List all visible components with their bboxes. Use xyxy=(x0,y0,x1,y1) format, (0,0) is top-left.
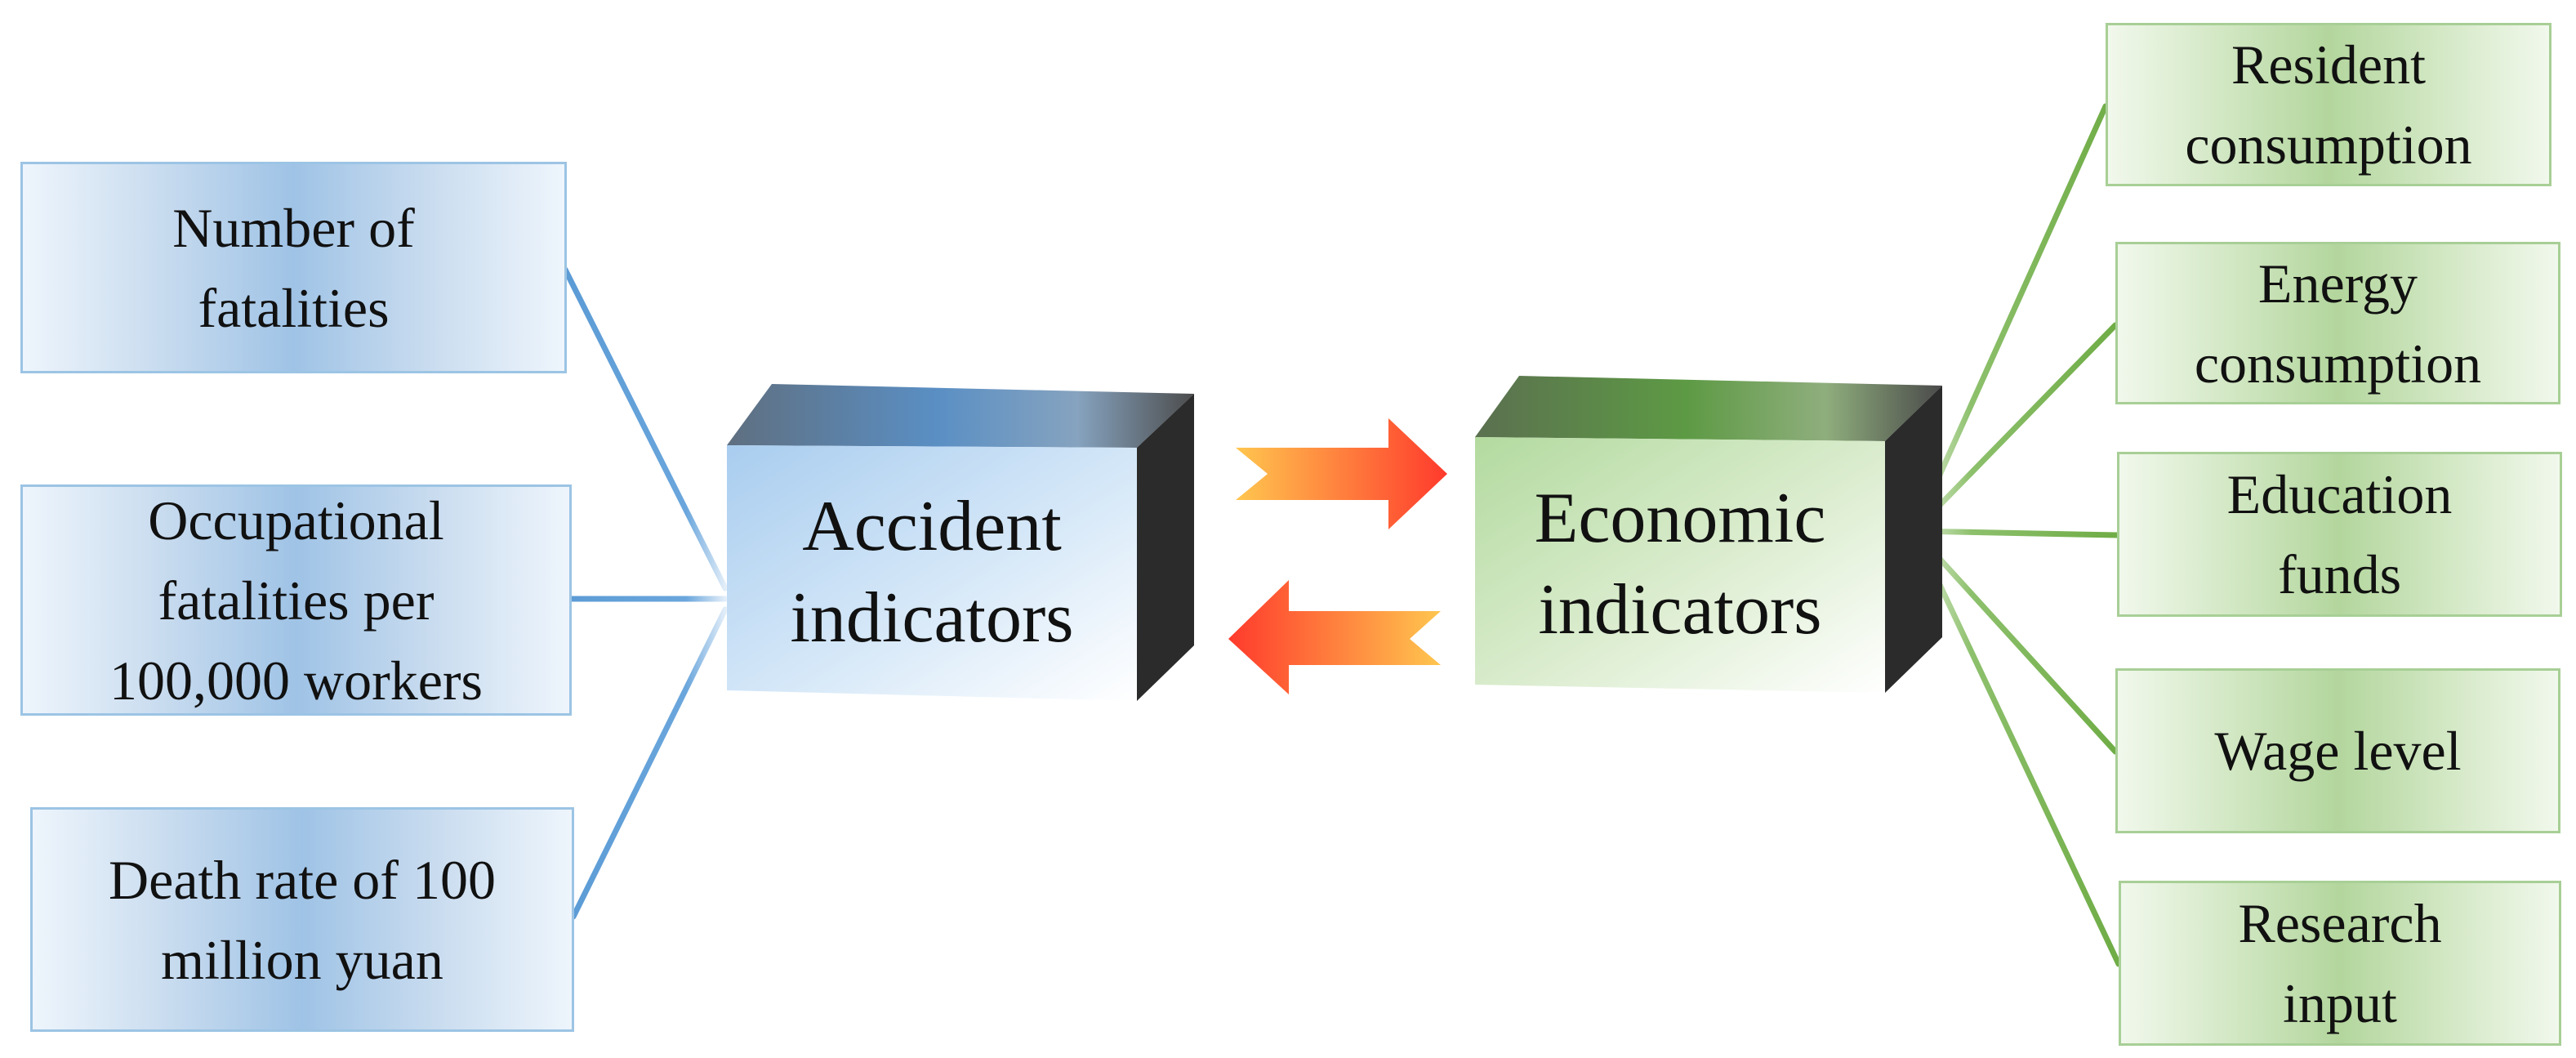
connector-wage xyxy=(1911,528,2119,755)
economic-cube-top xyxy=(1475,376,1942,441)
connector-death-rate xyxy=(570,606,729,920)
accident-cube-side xyxy=(1137,394,1194,701)
indicator-box-death-rate: Death rate of 100 million yuan xyxy=(30,807,574,1032)
cube-label-line: Accident xyxy=(802,486,1062,566)
right-arrow-icon xyxy=(1236,418,1447,529)
box-line: consumption xyxy=(2194,332,2482,395)
accident-indicators-label: Accident indicators xyxy=(727,448,1137,697)
indicator-box-resident-consumption: Resident consumption xyxy=(2106,23,2551,186)
box-line: Energy xyxy=(2257,252,2418,315)
cube-label-line: indicators xyxy=(790,578,1074,658)
economic-indicators-label: Economic indicators xyxy=(1475,440,1885,689)
box-line: Wage level xyxy=(2214,720,2462,782)
indicator-box-occupational-fatalities: Occupational fatalities per 100,000 work… xyxy=(20,484,572,716)
box-line: funds xyxy=(2277,543,2402,605)
connector-research xyxy=(1911,528,2122,967)
accident-cube xyxy=(727,384,1194,701)
economic-cube xyxy=(1475,376,1942,693)
indicator-box-energy-consumption: Energy consumption xyxy=(2115,242,2560,404)
box-line: input xyxy=(2283,972,2397,1034)
economic-cube-front xyxy=(1475,437,1885,693)
connector-energy xyxy=(1911,322,2119,534)
economic-cube-side xyxy=(1885,386,1942,693)
box-line: Number of xyxy=(172,196,415,259)
indicator-box-education-funds: Education funds xyxy=(2117,452,2562,617)
accident-cube-front xyxy=(727,445,1137,701)
box-line: Death rate of 100 xyxy=(109,848,496,911)
accident-cube-top xyxy=(727,384,1194,448)
box-line: fatalities per xyxy=(158,569,435,632)
box-line: consumption xyxy=(2185,114,2472,176)
left-arrow-icon xyxy=(1228,580,1441,694)
box-line: 100,000 workers xyxy=(109,649,484,712)
indicator-box-fatalities: Number of fatalities xyxy=(20,162,567,373)
box-line: Resident xyxy=(2231,33,2426,96)
indicator-box-research-input: Research input xyxy=(2119,881,2561,1046)
box-line: Occupational xyxy=(148,489,444,551)
box-line: million yuan xyxy=(161,928,443,991)
box-line: Research xyxy=(2238,892,2442,954)
connector-resident xyxy=(1911,103,2109,534)
box-line: Education xyxy=(2226,463,2453,525)
box-line: fatalities xyxy=(198,276,390,339)
connector-fatalities xyxy=(562,266,729,591)
connector-education xyxy=(1911,528,2120,538)
cube-label-line: indicators xyxy=(1538,569,1822,650)
cube-label-line: Economic xyxy=(1534,478,1826,558)
indicator-box-wage-level: Wage level xyxy=(2115,668,2560,833)
